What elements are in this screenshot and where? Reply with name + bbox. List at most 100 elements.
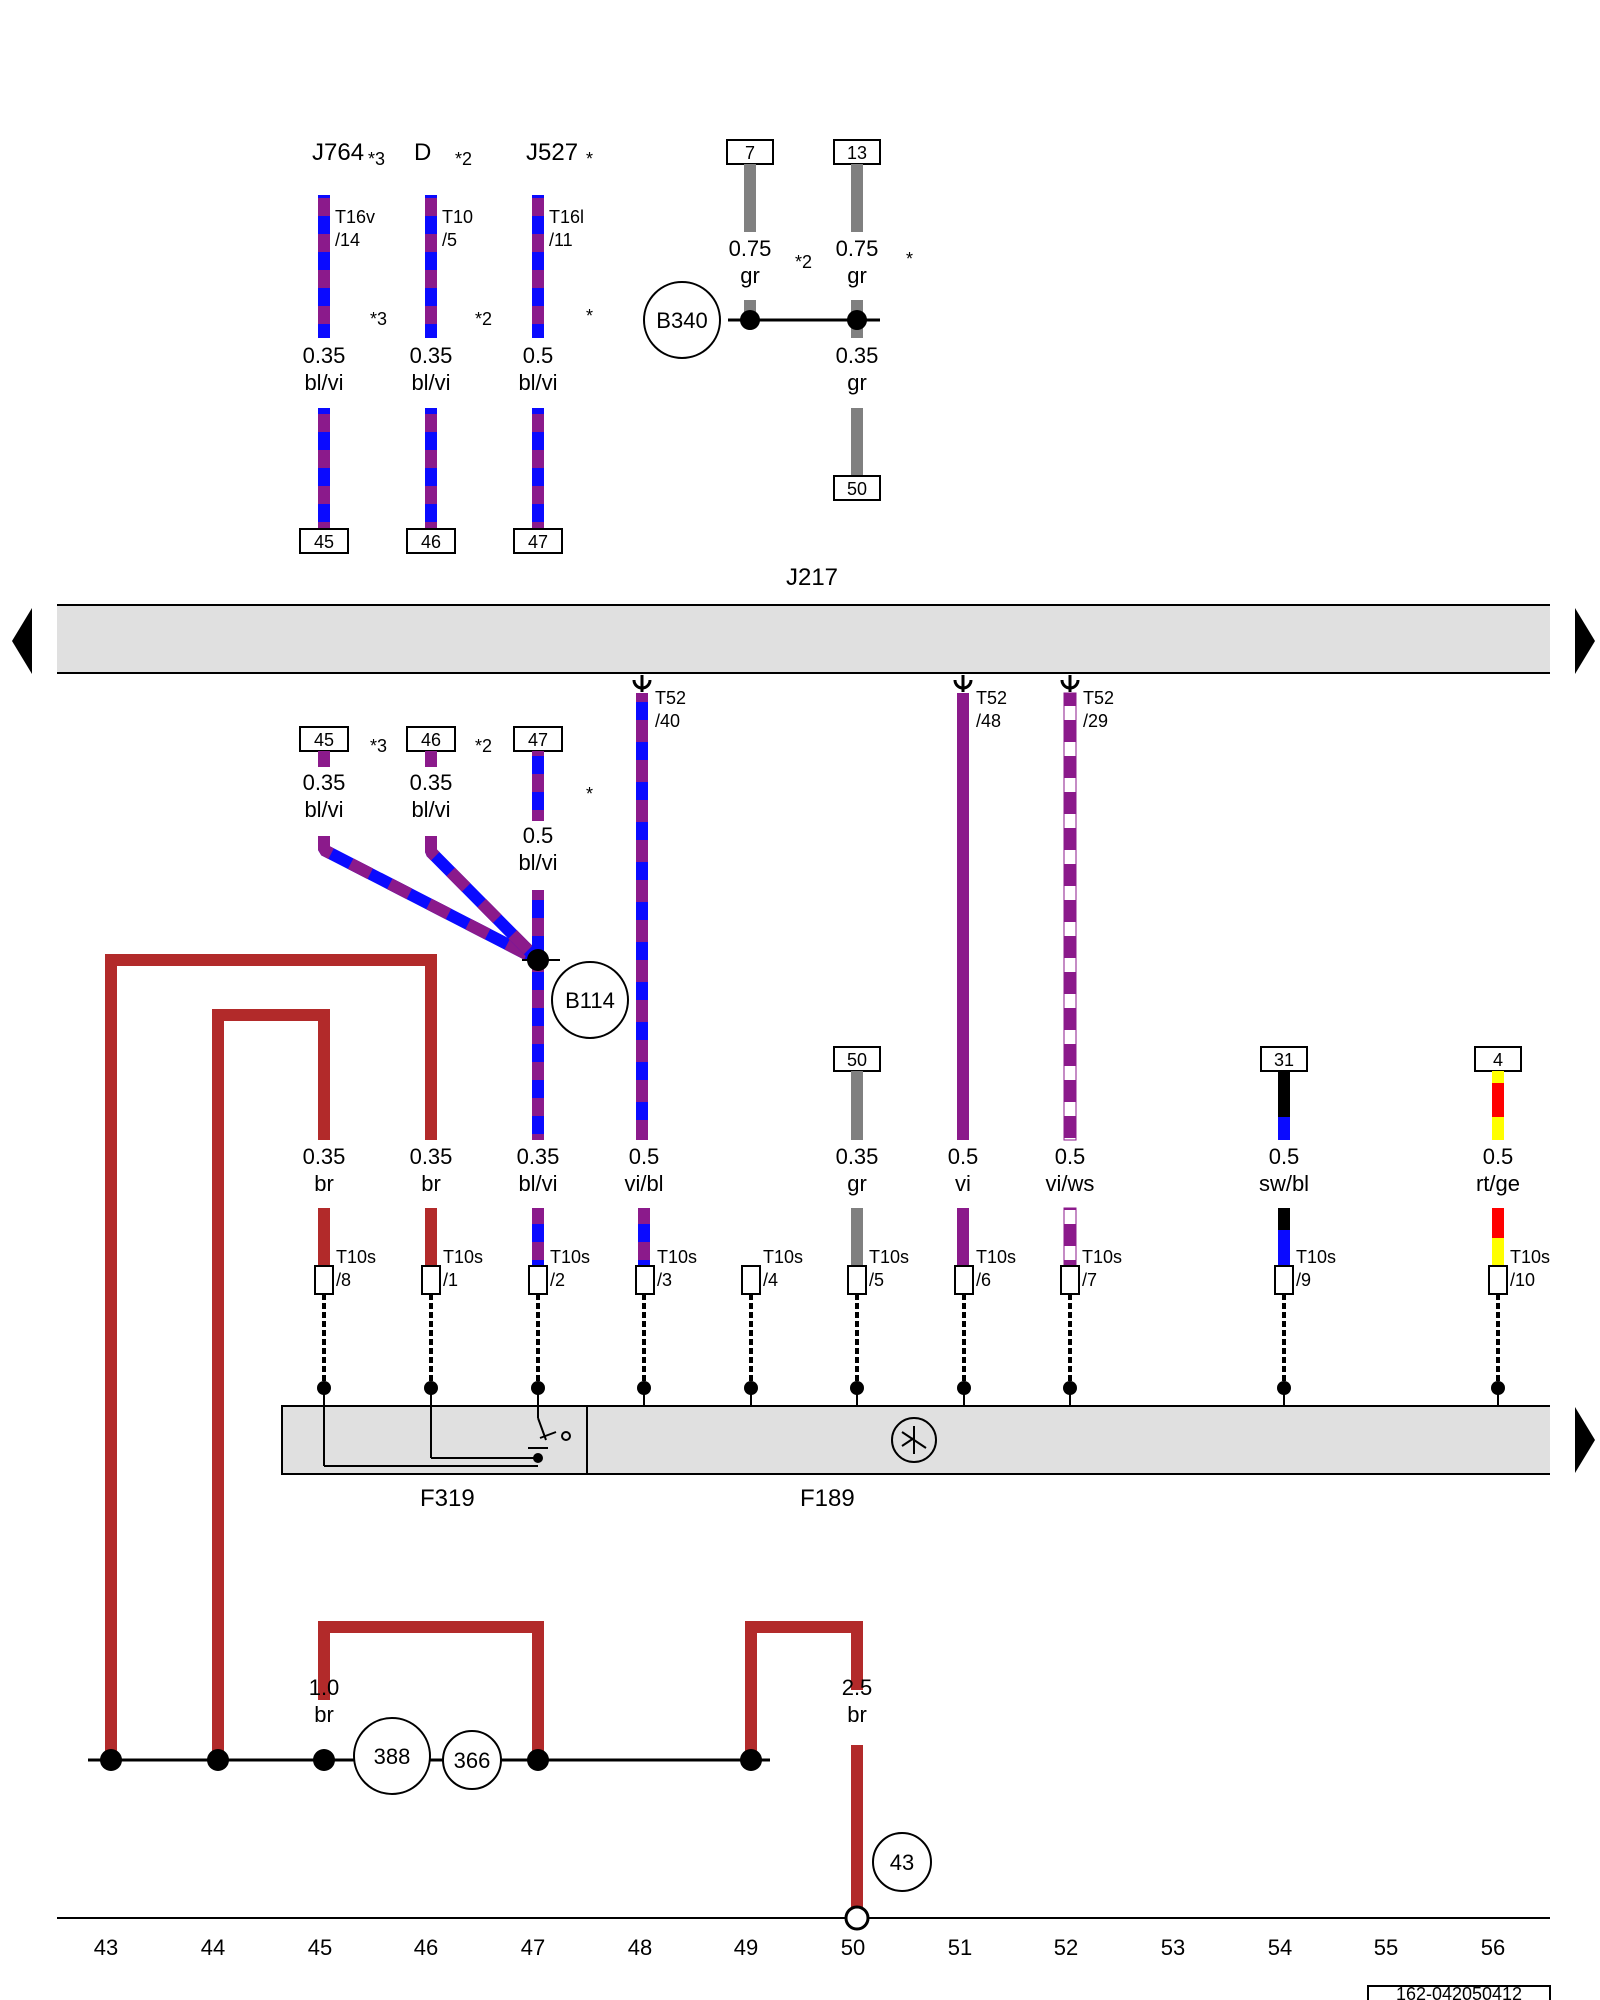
low-46-size: 0.35 [410, 1144, 453, 1169]
upper-ref-boxes: 50 31 4 [833, 1046, 1522, 1072]
col-51: 51 [948, 1935, 972, 1960]
pin-t10s-6: T10s [976, 1247, 1016, 1267]
ref-mid-47: 47 [528, 730, 548, 750]
mid-notes: *3 *2 * [370, 736, 593, 804]
top-ref-boxes: 45 46 47 [299, 528, 563, 554]
mid-wire-46-color: bl/vi [411, 797, 450, 822]
t10s-stub-wires [318, 1207, 1504, 1267]
component-j764: J764 [312, 139, 364, 166]
component-f189: F189 [800, 1485, 855, 1512]
module-j217-label: J217 [786, 564, 838, 591]
wire-gr13-size: 0.75 [836, 236, 879, 261]
pin-t52-48: T52 [976, 688, 1007, 708]
ground-wire-2-color: br [847, 1702, 867, 1727]
col-55: 55 [1374, 1935, 1398, 1960]
splice-b114 [551, 961, 629, 1039]
note-top-3: *3 [370, 309, 387, 329]
note-mid-3: *3 [370, 736, 387, 756]
pin-t10s-3: T10s [657, 1247, 697, 1267]
wire-viws-col52 [1063, 692, 1077, 1141]
f189-sensor-icon [891, 1417, 937, 1463]
doc-id-box [1367, 1985, 1551, 2000]
note-j527: * [586, 149, 593, 169]
module-f319 [281, 1405, 588, 1475]
low-56-size: 0.5 [1483, 1144, 1514, 1169]
mid-wire-45-size: 0.35 [303, 770, 346, 795]
mid-wire-46-size: 0.35 [410, 770, 453, 795]
splice-43 [872, 1832, 932, 1892]
low-47-color: bl/vi [518, 1171, 557, 1196]
pin-t10s-7-no: /7 [1082, 1270, 1097, 1290]
ground-wire-1-color: br [314, 1702, 334, 1727]
note-d: *2 [455, 149, 472, 169]
ref-top-46: 46 [421, 532, 441, 552]
splice-366 [442, 1730, 502, 1790]
wire-gr13-color: gr [847, 263, 867, 288]
pin-t10s-5: T10s [869, 1247, 909, 1267]
pin-t16l-no: /11 [549, 230, 573, 250]
wire-top-45-lower [318, 408, 330, 528]
f319-switch-icon [323, 1406, 571, 1467]
wire-gr50-size: 0.35 [836, 343, 879, 368]
diagonal-wires [318, 836, 543, 966]
splice-b340 [643, 281, 721, 359]
mid-wire-45-color: bl/vi [304, 797, 343, 822]
low-45-size: 0.35 [303, 1144, 346, 1169]
pin-t10s-4: T10s [763, 1247, 803, 1267]
arrow-left-icon [12, 608, 32, 674]
low-52-color: vi/ws [1046, 1171, 1095, 1196]
wire-top-j527-upper [532, 195, 544, 338]
ref-mid-45: 45 [314, 730, 334, 750]
pin-t10s-2: T10s [550, 1247, 590, 1267]
note-j764: *3 [368, 149, 385, 169]
mid-wire-47-color: bl/vi [518, 850, 557, 875]
gray-wire-group: 7 13 0.75 gr 0.75 gr *2 * B340 0.35 gr 5… [643, 139, 913, 501]
wire-gr7-size: 0.75 [729, 236, 772, 261]
pin-t10s-8-no: /8 [336, 1270, 351, 1290]
low-46-color: br [421, 1171, 441, 1196]
low-47-size: 0.35 [517, 1144, 560, 1169]
pin-t10s-10: T10s [1510, 1247, 1550, 1267]
arrow-right-icon [1575, 608, 1595, 674]
mid-ref-boxes: 45 46 47 [299, 726, 563, 752]
col-43: 43 [94, 1935, 118, 1960]
arrow-right-lower-icon [1575, 1407, 1595, 1473]
low-48-size: 0.5 [629, 1144, 660, 1169]
wire-blvi-col47 [532, 890, 544, 1140]
pin-t52-40: T52 [655, 688, 686, 708]
top-notes: *3 *2 * [370, 306, 593, 329]
wire-45-size: 0.35 [303, 343, 346, 368]
pin-t10s-9-no: /9 [1296, 1270, 1311, 1290]
pin-t10s-8: T10s [336, 1247, 376, 1267]
junction-b340-left [740, 310, 760, 330]
col-46: 46 [414, 1935, 438, 1960]
ground-wire-1-size: 1.0 [309, 1675, 340, 1700]
ref-mid-4: 4 [1493, 1050, 1503, 1070]
ref-top-45: 45 [314, 532, 334, 552]
j217-pin-labels: T52 /40 T52 /48 T52 /29 [655, 688, 1114, 731]
col-47: 47 [521, 1935, 545, 1960]
wire-top-46-lower [425, 408, 437, 528]
splice-388-label: 388 [374, 1744, 411, 1769]
col-44: 44 [201, 1935, 225, 1960]
top-wire-labels: 0.35 bl/vi 0.35 bl/vi 0.5 bl/vi [303, 343, 558, 395]
module-j217 [57, 605, 1550, 673]
pin-t10s-7: T10s [1082, 1247, 1122, 1267]
col-49: 49 [734, 1935, 758, 1960]
low-54-size: 0.5 [1269, 1144, 1300, 1169]
ground-wire-2-size: 2.5 [842, 1675, 873, 1700]
wire-46-color: bl/vi [411, 370, 450, 395]
t10s-labels: T10s /8 T10s /1 T10s /2 T10s /3 T10s /4 … [336, 1247, 1550, 1290]
splice-43-label: 43 [890, 1850, 914, 1875]
pin-t10-no: /5 [442, 230, 457, 250]
low-45-color: br [314, 1171, 334, 1196]
pin-t52-48-no: /48 [976, 711, 1001, 731]
pin-t10s-9: T10s [1296, 1247, 1336, 1267]
brown-loop-wires [105, 954, 437, 1760]
ground-wires [318, 1621, 863, 1915]
ref-top-50: 50 [847, 479, 867, 499]
low-56-color: rt/ge [1476, 1171, 1520, 1196]
mid-wire-47-size: 0.5 [523, 823, 554, 848]
wire-vi-col51 [957, 693, 969, 1140]
